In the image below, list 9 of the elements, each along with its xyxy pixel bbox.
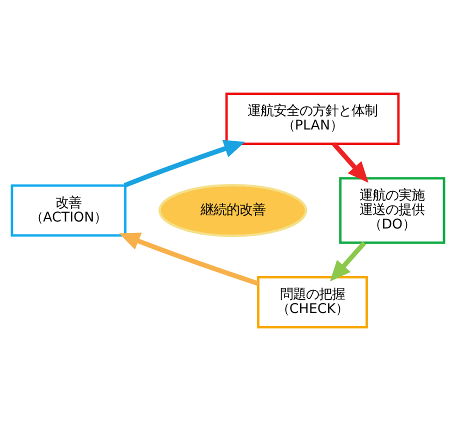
node-box: 問題の把握 （CHECK） [257, 276, 368, 328]
node-box: 改善 （ACTION） [10, 184, 126, 237]
node-box: 運航の実施 運送の提供 （DO） [339, 177, 446, 244]
arrow [330, 241, 366, 282]
node-ellipse: 継続的改善 [158, 184, 308, 237]
arrow [124, 140, 245, 188]
arrow [332, 142, 368, 183]
node-box: 運航安全の方針と体制 （PLAN） [225, 92, 400, 145]
arrow [119, 232, 259, 286]
